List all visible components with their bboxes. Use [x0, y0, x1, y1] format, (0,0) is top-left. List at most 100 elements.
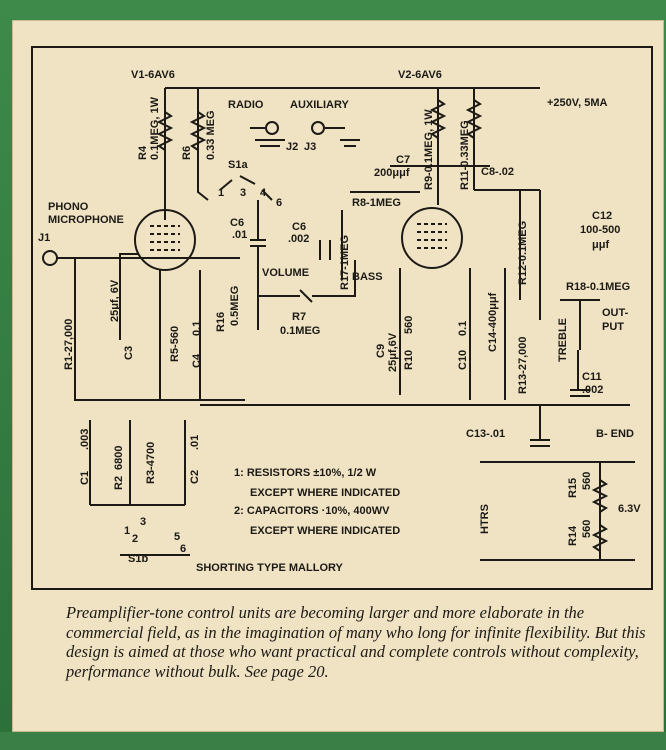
s1a-pos4: 4 [260, 187, 267, 199]
r7-value: 0.1MEG [280, 325, 320, 337]
v1-grid-lead [119, 253, 138, 340]
v2-tube-envelope [401, 207, 463, 269]
c12-label: C12 [592, 210, 612, 222]
c3-label: C3 [123, 346, 135, 360]
r13-label: R13-27,000 [517, 337, 529, 395]
r12-label: R12-0.1MEG [517, 221, 529, 285]
bass-label: BASS [352, 271, 383, 283]
c4-label: C4 [191, 353, 203, 368]
r14-label: R14 [567, 525, 579, 546]
j3-jack [311, 121, 325, 135]
b-plus-label: +250V, 5MA [547, 97, 607, 109]
r18-pot [560, 299, 600, 350]
r10-label: R10 [403, 350, 415, 370]
s1a-label: S1a [228, 159, 248, 171]
c12-unit: μμf [592, 239, 609, 251]
c7-value: 200μμf [374, 167, 410, 179]
c9-label: C9 [375, 344, 387, 358]
j2-label: J2 [286, 141, 298, 153]
figure-caption: Preamplifier-tone control units are beco… [66, 603, 646, 681]
c11-value: .002 [582, 384, 603, 396]
r3-label: R3-4700 [145, 442, 157, 484]
microphone-label: MICROPHONE [48, 214, 124, 226]
c1-value: .003 [79, 429, 91, 450]
r7-label: R7 [292, 311, 306, 323]
c14-label: C14-400μμf [487, 292, 499, 352]
s1b-label: S1b [128, 553, 148, 565]
r8-label: R8-1MEG [352, 197, 401, 209]
r9-label: R9-0.1MEG, 1W [423, 109, 435, 190]
r4-value: 0.1MEG, 1W [149, 96, 161, 160]
s1b-lines [90, 504, 190, 556]
htrs-label: HTRS [479, 504, 491, 534]
note-1b: EXCEPT WHERE INDICATED [250, 487, 400, 499]
r1-label: R1-27,000 [63, 319, 75, 370]
auxiliary-label: AUXILIARY [290, 99, 350, 111]
v1-grids [150, 225, 180, 251]
c9-value: 25μf,6V [387, 332, 399, 372]
c12-value: 100-500 [580, 224, 620, 236]
s1a-pos3: 3 [240, 187, 246, 199]
v2-grids [417, 223, 447, 249]
s1b-pos3: 3 [140, 516, 146, 528]
v1-cathode-network [159, 270, 201, 400]
heater-voltage-label: 6.3V [618, 503, 641, 515]
r5-label: R5-560 [169, 326, 181, 362]
heater-lines [480, 461, 635, 561]
c6b-capacitor [319, 240, 331, 260]
treble-label: TREBLE [557, 318, 569, 362]
r12-c12-branch [519, 190, 541, 320]
r2-value: 6800 [113, 446, 125, 470]
output-label: OUT- [602, 307, 629, 319]
j1-jack [42, 250, 58, 266]
output-label-2: PUT [602, 321, 624, 333]
mallory-note: SHORTING TYPE MALLORY [196, 562, 344, 574]
j1-label: J1 [38, 232, 50, 244]
r6-wire [197, 88, 209, 201]
r18-label: R18-0.1MEG [566, 281, 630, 293]
r10-value: 560 [403, 316, 415, 334]
r2-label: R2 [113, 476, 125, 490]
r17-label: R17-1MEG [339, 235, 351, 290]
r4-label: R4 [137, 145, 149, 160]
volume-label: VOLUME [262, 267, 309, 279]
lower-switch-network [89, 420, 186, 505]
note-2b: EXCEPT WHERE INDICATED [250, 525, 400, 537]
r15-value: 560 [581, 472, 593, 490]
r16-label: R16 [215, 312, 227, 332]
r16-value: 0.5MEG [229, 286, 241, 326]
r11-label: R11-0.33MEG [459, 120, 471, 190]
j3-label: J3 [304, 141, 316, 153]
v2-label: V2-6AV6 [398, 69, 442, 81]
paper-sheet [12, 20, 664, 732]
r7-line [312, 260, 356, 297]
c7-label: C7 [396, 154, 410, 166]
c11-capacitor [570, 350, 590, 397]
s1b-pos1: 1 [124, 525, 130, 537]
c10-label: C10 [457, 350, 469, 370]
c4-value: 0.1 [191, 321, 203, 336]
r14-value: 560 [581, 520, 593, 538]
c6a-label: C6 [230, 217, 244, 229]
note-2a: 2: CAPACITORS ·10%, 400WV [234, 505, 390, 517]
r6-label: R6 [181, 146, 193, 160]
c1-label: C1 [79, 471, 91, 485]
note-1a: 1: RESISTORS ±10%, 1/2 W [234, 467, 377, 479]
j2-jack [265, 121, 279, 135]
c6a-value: .01 [232, 229, 247, 241]
schematic-border [31, 46, 653, 590]
b-minus-label: B- END [596, 428, 634, 440]
s1b-pos2: 2 [132, 533, 138, 545]
s1a-pos1: 1 [218, 187, 224, 199]
c2-label: C2 [189, 470, 201, 484]
r6-resistor [189, 111, 207, 151]
r4-resistor [156, 111, 174, 151]
c6a-capacitor [250, 200, 266, 268]
v1-tube-envelope [134, 209, 196, 271]
r9-resistor [429, 99, 447, 139]
volume-wiper [258, 289, 313, 303]
c13-label: C13-.01 [466, 428, 505, 440]
radio-label: RADIO [228, 99, 264, 111]
